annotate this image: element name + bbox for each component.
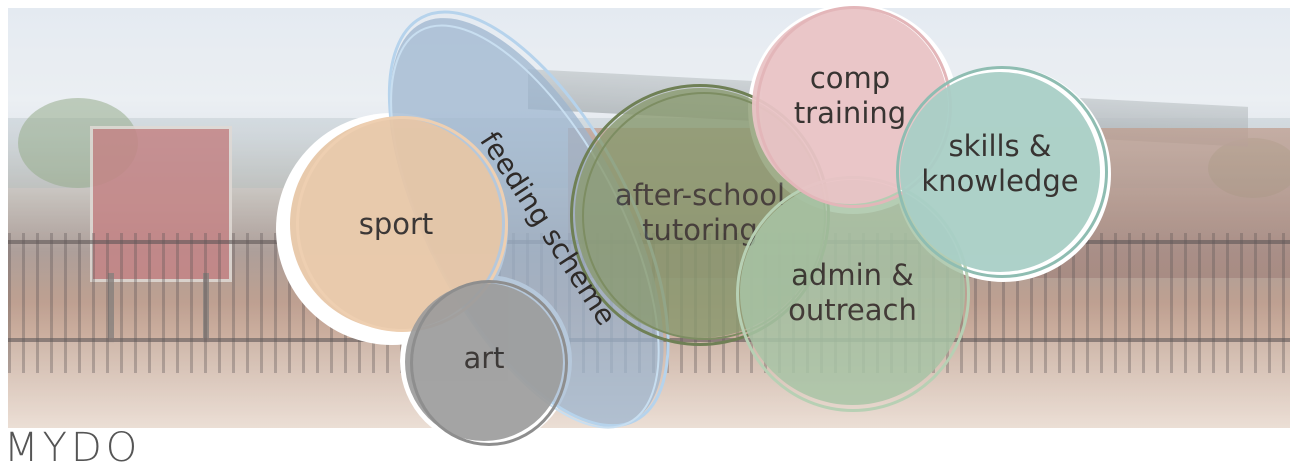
art-label: art: [463, 340, 505, 375]
comp-label: comp training: [793, 61, 907, 130]
school-sign: [90, 126, 232, 282]
sign-post-left: [108, 273, 114, 343]
skills-label: skills & knowledge: [921, 129, 1079, 198]
sport-label: sport: [358, 206, 434, 241]
skills-bubble: skills & knowledge: [900, 72, 1100, 272]
admin-label: admin & outreach: [788, 257, 917, 327]
sign-post-right: [203, 273, 209, 343]
organization-label: MYDO: [4, 425, 142, 471]
art-bubble: art: [405, 283, 563, 441]
